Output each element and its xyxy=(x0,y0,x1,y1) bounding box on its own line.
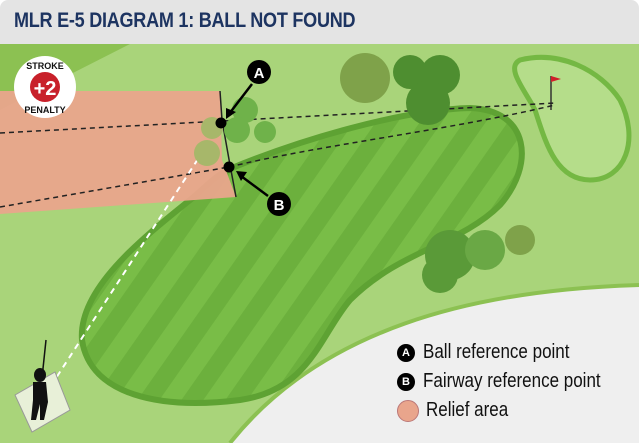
legend: A Ball reference point B Fairway referen… xyxy=(397,338,632,425)
out-of-area xyxy=(230,285,639,443)
ball-reference-point xyxy=(215,117,227,129)
trees xyxy=(194,53,535,293)
header: MLR E-5 DIAGRAM 1: BALL NOT FOUND xyxy=(0,0,639,44)
marker-b-label: B xyxy=(274,197,285,214)
legend-item-ball-reference: A Ball reference point xyxy=(397,338,632,367)
legend-item-relief-area: Relief area xyxy=(397,396,632,425)
marker-a-label: A xyxy=(254,65,265,82)
course-illustration xyxy=(0,44,639,443)
flag-icon xyxy=(551,76,561,82)
fairway-reference-point xyxy=(223,161,235,173)
penalty-bottom-text: PENALTY xyxy=(24,105,65,115)
putting-green xyxy=(512,54,632,183)
diagram-title: MLR E-5 DIAGRAM 1: BALL NOT FOUND xyxy=(14,9,356,32)
marker-a-icon: A xyxy=(397,343,415,362)
marker-a xyxy=(247,60,271,84)
penalty-top-text: STROKE xyxy=(26,61,64,71)
marker-b-icon: B xyxy=(397,372,415,391)
marker-b xyxy=(267,192,291,216)
relief-area-swatch-icon xyxy=(397,399,419,422)
relief-area xyxy=(0,91,236,214)
golfer-icon xyxy=(14,339,71,433)
legend-item-fairway-reference: B Fairway reference point xyxy=(397,367,632,396)
penalty-value: +2 xyxy=(34,78,57,100)
